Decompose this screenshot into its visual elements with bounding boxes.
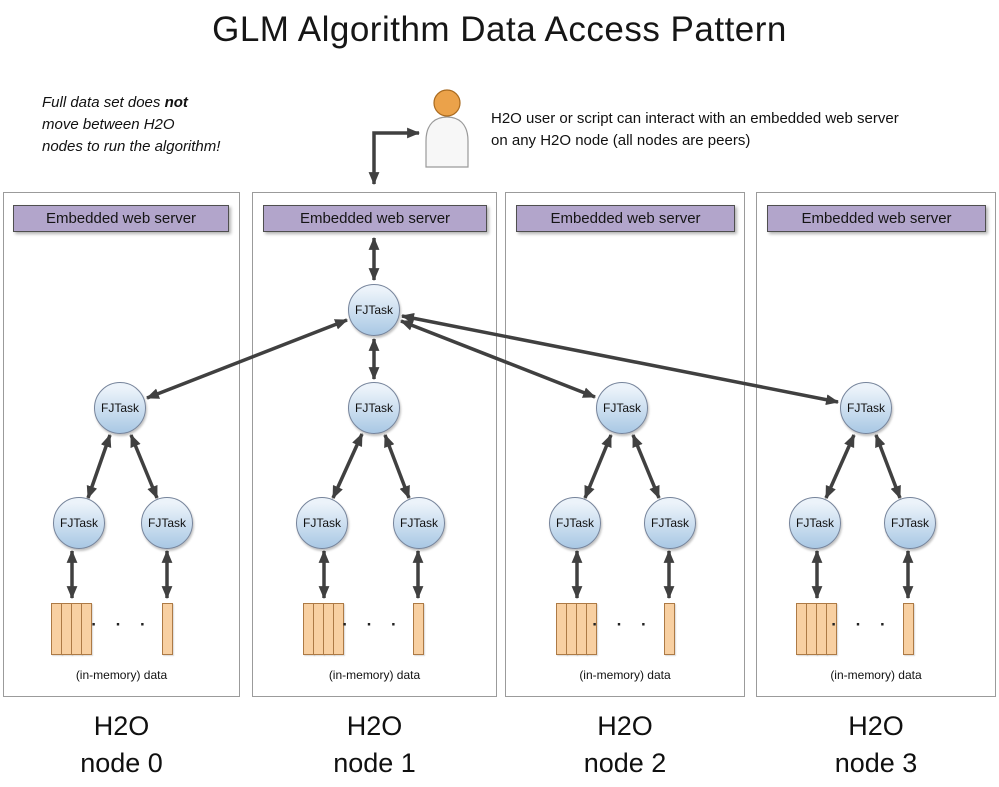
arrow-user-webserver (368, 127, 421, 186)
data-label-1: (in-memory) data (328, 668, 421, 682)
data-bar (586, 603, 597, 655)
fjtask-leaf-1a: FJTask (296, 497, 348, 549)
data-bar (81, 603, 92, 655)
ellipsis-1: · · · (342, 615, 404, 634)
node-name-2-line1: H2O (597, 711, 653, 741)
node-name-0-line2: node 0 (80, 748, 163, 778)
note-line3: nodes to run the algorithm! (42, 137, 221, 155)
data-bar-single-0 (162, 603, 173, 655)
embedded-web-server-0: Embedded web server (13, 205, 229, 232)
data-bars-group-0 (51, 603, 92, 655)
fjtask-leaf-2b: FJTask (644, 497, 696, 549)
diagram-title: GLM Algorithm Data Access Pattern (212, 10, 787, 49)
h2o-node-box-2 (505, 192, 745, 697)
data-label-2: (in-memory) data (579, 668, 671, 682)
node-name-0-line1: H2O (93, 711, 150, 741)
fjtask-mid-1: FJTask (348, 382, 400, 434)
fjtask-leaf-3a: FJTask (789, 497, 841, 549)
node-name-2-line2: node 2 (583, 748, 667, 778)
data-bar-single-3 (903, 603, 914, 655)
node-name-1: H2O node 1 (252, 708, 497, 782)
fjtask-leaf-2a: FJTask (549, 497, 601, 549)
fjtask-mid-3: FJTask (840, 382, 892, 434)
ellipsis-0: · · · (91, 615, 153, 634)
person-icon (425, 89, 469, 168)
node-name-3-line2: node 3 (834, 748, 918, 778)
caption-line1: H2O user or script can interact with an … (491, 110, 899, 127)
embedded-web-server-1: Embedded web server (263, 205, 487, 232)
data-bar-single-2 (664, 603, 675, 655)
data-bar (826, 603, 837, 655)
data-bar (333, 603, 344, 655)
user-caption: H2O user or script can interact with an … (491, 108, 931, 152)
note-line1-prefix: Full data set does (42, 94, 165, 111)
embedded-web-server-2: Embedded web server (516, 205, 735, 232)
data-label-0: (in-memory) data (75, 668, 168, 682)
node-name-3-line1: H2O (848, 711, 904, 741)
fjtask-mid-2: FJTask (596, 382, 648, 434)
note-line2: move between H2O (42, 115, 175, 133)
note-text: Full data set does not move between H2O … (42, 92, 272, 157)
fjtask-leaf-0a: FJTask (53, 497, 105, 549)
ellipsis-3: · · · (831, 615, 893, 634)
note-line1-bold: not (164, 94, 188, 111)
fjtask-master: FJTask (348, 284, 400, 336)
ellipsis-2: · · · (592, 615, 654, 634)
fjtask-leaf-1b: FJTask (393, 497, 445, 549)
fjtask-leaf-0b: FJTask (141, 497, 193, 549)
person-head (433, 89, 461, 117)
node-name-2: H2O node 2 (505, 708, 745, 782)
h2o-node-box-0 (3, 192, 240, 697)
embedded-web-server-3: Embedded web server (767, 205, 986, 232)
node-name-1-line1: H2O (346, 711, 403, 741)
data-bars-group-1 (303, 603, 344, 655)
data-bars-group-2 (556, 603, 597, 655)
node-name-3: H2O node 3 (756, 708, 996, 782)
data-bars-group-3 (796, 603, 837, 655)
fjtask-mid-0: FJTask (94, 382, 146, 434)
person-body (425, 116, 469, 168)
fjtask-leaf-3b: FJTask (884, 497, 936, 549)
node-name-0: H2O node 0 (3, 708, 240, 782)
data-bar-single-1 (413, 603, 424, 655)
node-name-1-line2: node 1 (333, 748, 416, 778)
data-label-3: (in-memory) data (830, 668, 922, 682)
caption-line2: on any H2O node (all nodes are peers) (491, 131, 751, 149)
